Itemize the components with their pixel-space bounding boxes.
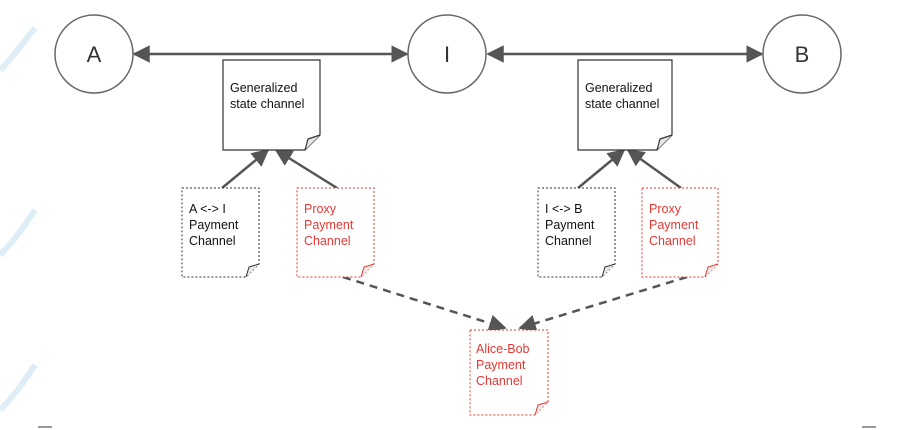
doc-a-i-channel[interactable]: A <-> I Payment Channel bbox=[181, 187, 260, 278]
doc-a-i-line1: A <-> I bbox=[189, 202, 226, 216]
dashed-arrow-proxy-left-to-alice-bob bbox=[342, 275, 507, 332]
doc-generalized-right-line1: Generalized bbox=[585, 81, 652, 95]
doc-generalized-left-line2: state channel bbox=[230, 97, 304, 111]
doc-proxy-right[interactable]: Proxy Payment Channel bbox=[641, 187, 719, 278]
arrow-ai-to-gen-left bbox=[221, 148, 270, 189]
arrow-proxy-left-to-gen-left bbox=[274, 148, 338, 190]
doc-generalized-right[interactable]: Generalized state channel bbox=[577, 59, 673, 151]
dashed-arrow-proxy-right-to-alice-bob bbox=[518, 275, 688, 332]
doc-proxy-left[interactable]: Proxy Payment Channel bbox=[296, 187, 375, 278]
doc-proxy-right-line1: Proxy bbox=[649, 202, 682, 216]
doc-generalized-left[interactable]: Generalized state channel bbox=[222, 59, 321, 151]
node-b[interactable]: B bbox=[762, 14, 842, 94]
doc-proxy-left-line3: Channel bbox=[304, 234, 351, 248]
node-i[interactable]: I bbox=[407, 14, 487, 94]
doc-alice-bob-line1: Alice-Bob bbox=[476, 342, 530, 356]
doc-i-b-line3: Channel bbox=[545, 234, 592, 248]
doc-alice-bob-line3: Channel bbox=[476, 374, 523, 388]
doc-i-b-line2: Payment bbox=[545, 218, 595, 232]
doc-proxy-right-line3: Channel bbox=[649, 234, 696, 248]
watermark bbox=[0, 26, 38, 413]
arrow-proxy-right-to-gen-right bbox=[626, 148, 682, 190]
doc-generalized-right-line2: state channel bbox=[585, 97, 659, 111]
doc-alice-bob[interactable]: Alice-Bob Payment Channel bbox=[469, 329, 549, 416]
doc-alice-bob-line2: Payment bbox=[476, 358, 526, 372]
doc-proxy-left-line1: Proxy bbox=[304, 202, 337, 216]
doc-proxy-right-line2: Payment bbox=[649, 218, 699, 232]
doc-generalized-left-line1: Generalized bbox=[230, 81, 297, 95]
node-b-label: B bbox=[795, 42, 810, 67]
doc-proxy-left-line2: Payment bbox=[304, 218, 354, 232]
node-a-label: A bbox=[87, 42, 102, 67]
node-a[interactable]: A bbox=[54, 14, 134, 94]
doc-i-b-channel[interactable]: I <-> B Payment Channel bbox=[537, 187, 616, 278]
node-i-label: I bbox=[444, 42, 450, 67]
arrow-ib-to-gen-right bbox=[577, 148, 626, 189]
doc-i-b-line1: I <-> B bbox=[545, 202, 583, 216]
doc-a-i-line2: Payment bbox=[189, 218, 239, 232]
doc-a-i-line3: Channel bbox=[189, 234, 236, 248]
